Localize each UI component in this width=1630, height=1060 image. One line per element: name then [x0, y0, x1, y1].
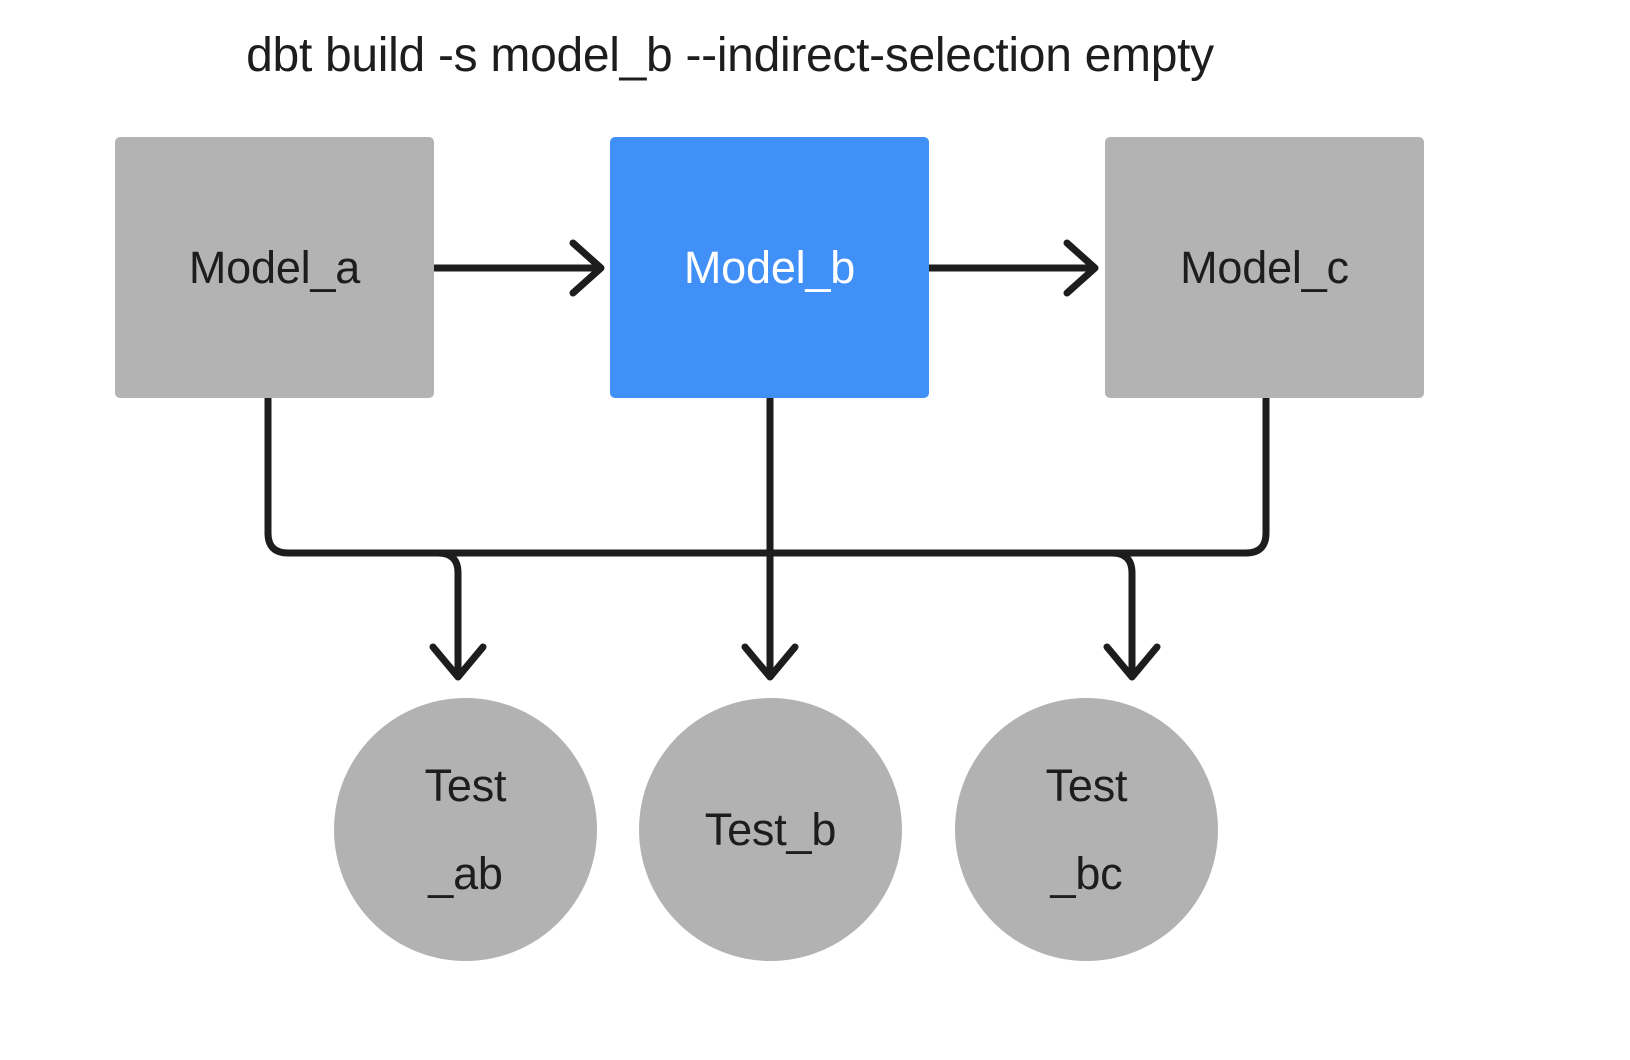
node-model-c[interactable]: Model_c [1105, 137, 1424, 398]
node-test-b-label-line1: Test_b [704, 803, 837, 855]
edge-bus-to-test-ab [437, 549, 462, 672]
node-test-ab[interactable]: Test _ab [334, 698, 597, 961]
node-test-b[interactable]: Test_b [639, 698, 902, 961]
node-test-bc-label-line2: _bc [1050, 847, 1123, 899]
node-test-bc[interactable]: Test _bc [955, 698, 1218, 961]
node-model-a[interactable]: Model_a [115, 137, 434, 398]
node-test-ab-label-line1: Test [424, 759, 507, 811]
node-test-ab-label: Test _ab [407, 742, 525, 918]
arrowhead-test-bc-in [1103, 643, 1161, 681]
arrowhead-test-b-in [741, 643, 799, 681]
node-test-bc-label: Test _bc [1028, 742, 1146, 918]
node-model-b[interactable]: Model_b [610, 137, 929, 398]
node-model-a-label: Model_a [188, 241, 361, 293]
node-test-bc-label-line1: Test [1045, 759, 1128, 811]
node-test-ab-label-line2: _ab [428, 847, 503, 899]
arrowhead-model-b-in [569, 239, 605, 297]
node-model-c-label: Model_c [1180, 241, 1349, 293]
edge-model-a-to-bus [264, 398, 1112, 557]
arrowhead-model-c-in [1063, 239, 1099, 297]
diagram-title: dbt build -s model_b --indirect-selectio… [246, 29, 1214, 82]
edge-model-c-to-bus [478, 398, 1270, 557]
node-test-b-label: Test_b [687, 786, 854, 874]
edge-bus-to-test-bc [1111, 549, 1136, 672]
node-model-b-label: Model_b [683, 241, 856, 293]
arrowhead-test-ab-in [429, 643, 487, 681]
